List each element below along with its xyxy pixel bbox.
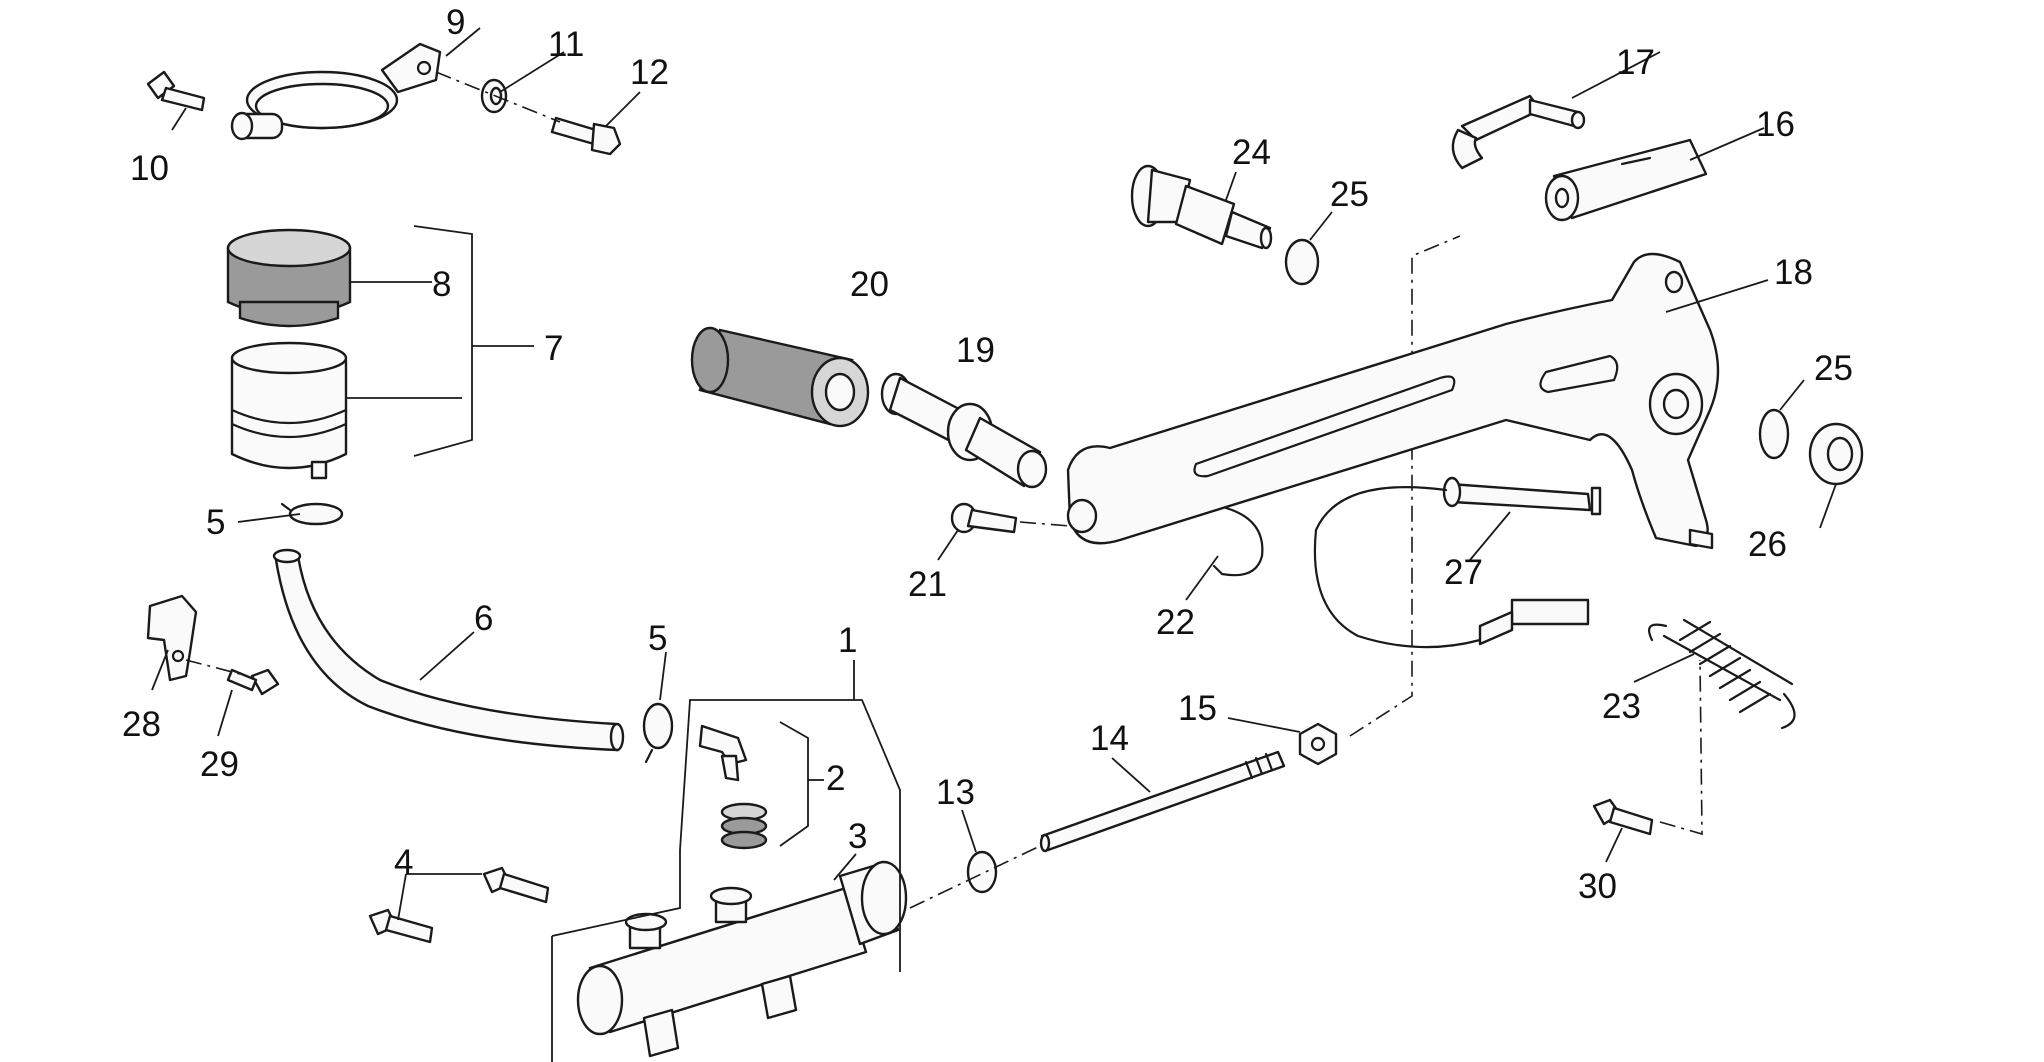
label-24: 24 — [1232, 133, 1271, 172]
part-15-nut — [1298, 722, 1338, 766]
label-18: 18 — [1774, 253, 1813, 292]
label-4: 4 — [394, 843, 413, 882]
part-12-screw — [550, 116, 622, 156]
label-27: 27 — [1444, 553, 1483, 592]
label-26: 26 — [1748, 525, 1787, 564]
bracket-1 — [551, 699, 901, 1062]
part-22-circlip — [1212, 506, 1264, 577]
part-13-o-ring — [966, 850, 998, 894]
label-2: 2 — [826, 759, 845, 798]
part-5-hose-clip-bottom — [642, 702, 674, 764]
label-11: 11 — [548, 25, 584, 64]
part-5-hose-clip-top — [280, 502, 344, 526]
part-25-o-ring-right — [1758, 408, 1790, 460]
label-29: 29 — [200, 745, 239, 784]
label-16: 16 — [1756, 105, 1795, 144]
label-17: 17 — [1616, 43, 1655, 82]
label-19: 19 — [956, 331, 995, 370]
part-6-hose — [274, 554, 620, 752]
part-26-washer — [1808, 422, 1864, 486]
part-17-clevis-clip — [1451, 94, 1586, 170]
label-25b: 25 — [1814, 349, 1853, 388]
part-19-pedal-pin — [880, 372, 1048, 489]
part-3-master-cylinder — [576, 860, 908, 1058]
part-23-return-spring — [1648, 618, 1796, 730]
label-9: 9 — [446, 3, 465, 42]
label-28: 28 — [122, 705, 161, 744]
label-21: 21 — [908, 565, 947, 604]
part-10-screw — [146, 70, 206, 112]
part-16-clevis — [1544, 138, 1708, 222]
label-5a: 5 — [206, 503, 225, 542]
leader-lines — [151, 27, 1837, 921]
part-18-brake-pedal — [1066, 252, 1720, 550]
part-24-clevis-pin — [1130, 164, 1273, 250]
part-14-pushrod — [1039, 750, 1286, 853]
part-21-screw — [950, 502, 1018, 534]
part-2-fitting — [698, 724, 768, 850]
label-5b: 5 — [648, 619, 667, 658]
part-4-screws — [368, 866, 550, 944]
label-3: 3 — [848, 817, 867, 856]
label-20: 20 — [850, 265, 889, 304]
part-8-reservoir-cap — [226, 228, 352, 328]
callout-labels: 9 11 12 10 8 7 5 6 5 1 2 3 4 28 29 13 14… — [122, 3, 1853, 906]
label-1: 1 — [838, 621, 857, 660]
label-8: 8 — [432, 265, 451, 304]
label-25a: 25 — [1330, 175, 1369, 214]
label-30: 30 — [1578, 867, 1617, 906]
part-25-o-ring-top — [1284, 238, 1320, 286]
bracket-2 — [779, 721, 809, 847]
part-9-reservoir-clamp — [230, 42, 442, 141]
part-7-reservoir-body — [230, 341, 348, 480]
label-10: 10 — [130, 149, 169, 188]
bracket-7 — [413, 225, 473, 457]
part-30-screw — [1592, 798, 1654, 836]
label-15: 15 — [1178, 689, 1217, 728]
label-6: 6 — [474, 599, 493, 638]
label-14: 14 — [1090, 719, 1129, 758]
part-20-pedal-rubber — [690, 326, 870, 428]
label-13: 13 — [936, 773, 975, 812]
label-22: 22 — [1156, 603, 1195, 642]
part-29-screw — [226, 668, 280, 696]
label-7: 7 — [544, 329, 563, 368]
label-12: 12 — [630, 53, 669, 92]
part-27-brake-light-switch — [1313, 476, 1602, 649]
part-28-bracket — [146, 594, 198, 682]
label-23: 23 — [1602, 687, 1641, 726]
